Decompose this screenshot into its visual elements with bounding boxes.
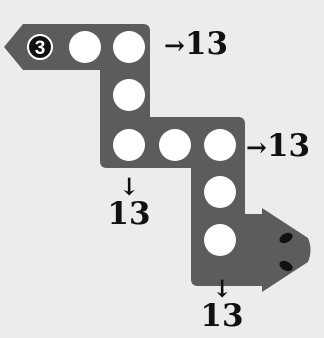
cell[interactable] <box>113 79 145 111</box>
clue-value: 13 <box>200 298 243 334</box>
given-number: 3 <box>35 38 46 59</box>
cell[interactable] <box>113 129 145 161</box>
cell[interactable] <box>113 31 145 63</box>
arrow-right-icon: → <box>246 133 267 162</box>
cell[interactable] <box>204 129 236 161</box>
clue-row-1: →13 <box>164 29 228 60</box>
clue-value: 13 <box>185 26 228 62</box>
cell[interactable] <box>204 176 236 208</box>
cell[interactable] <box>69 31 101 63</box>
cell[interactable] <box>204 224 236 256</box>
clue-col-1: ↓ 13 <box>104 176 154 230</box>
clue-col-4: ↓ 13 <box>197 278 247 332</box>
arrow-right-icon: → <box>164 31 185 60</box>
cell[interactable] <box>159 129 191 161</box>
clue-value: 13 <box>267 128 310 164</box>
clue-row-3: →13 <box>246 131 310 162</box>
clue-value: 13 <box>107 196 150 232</box>
